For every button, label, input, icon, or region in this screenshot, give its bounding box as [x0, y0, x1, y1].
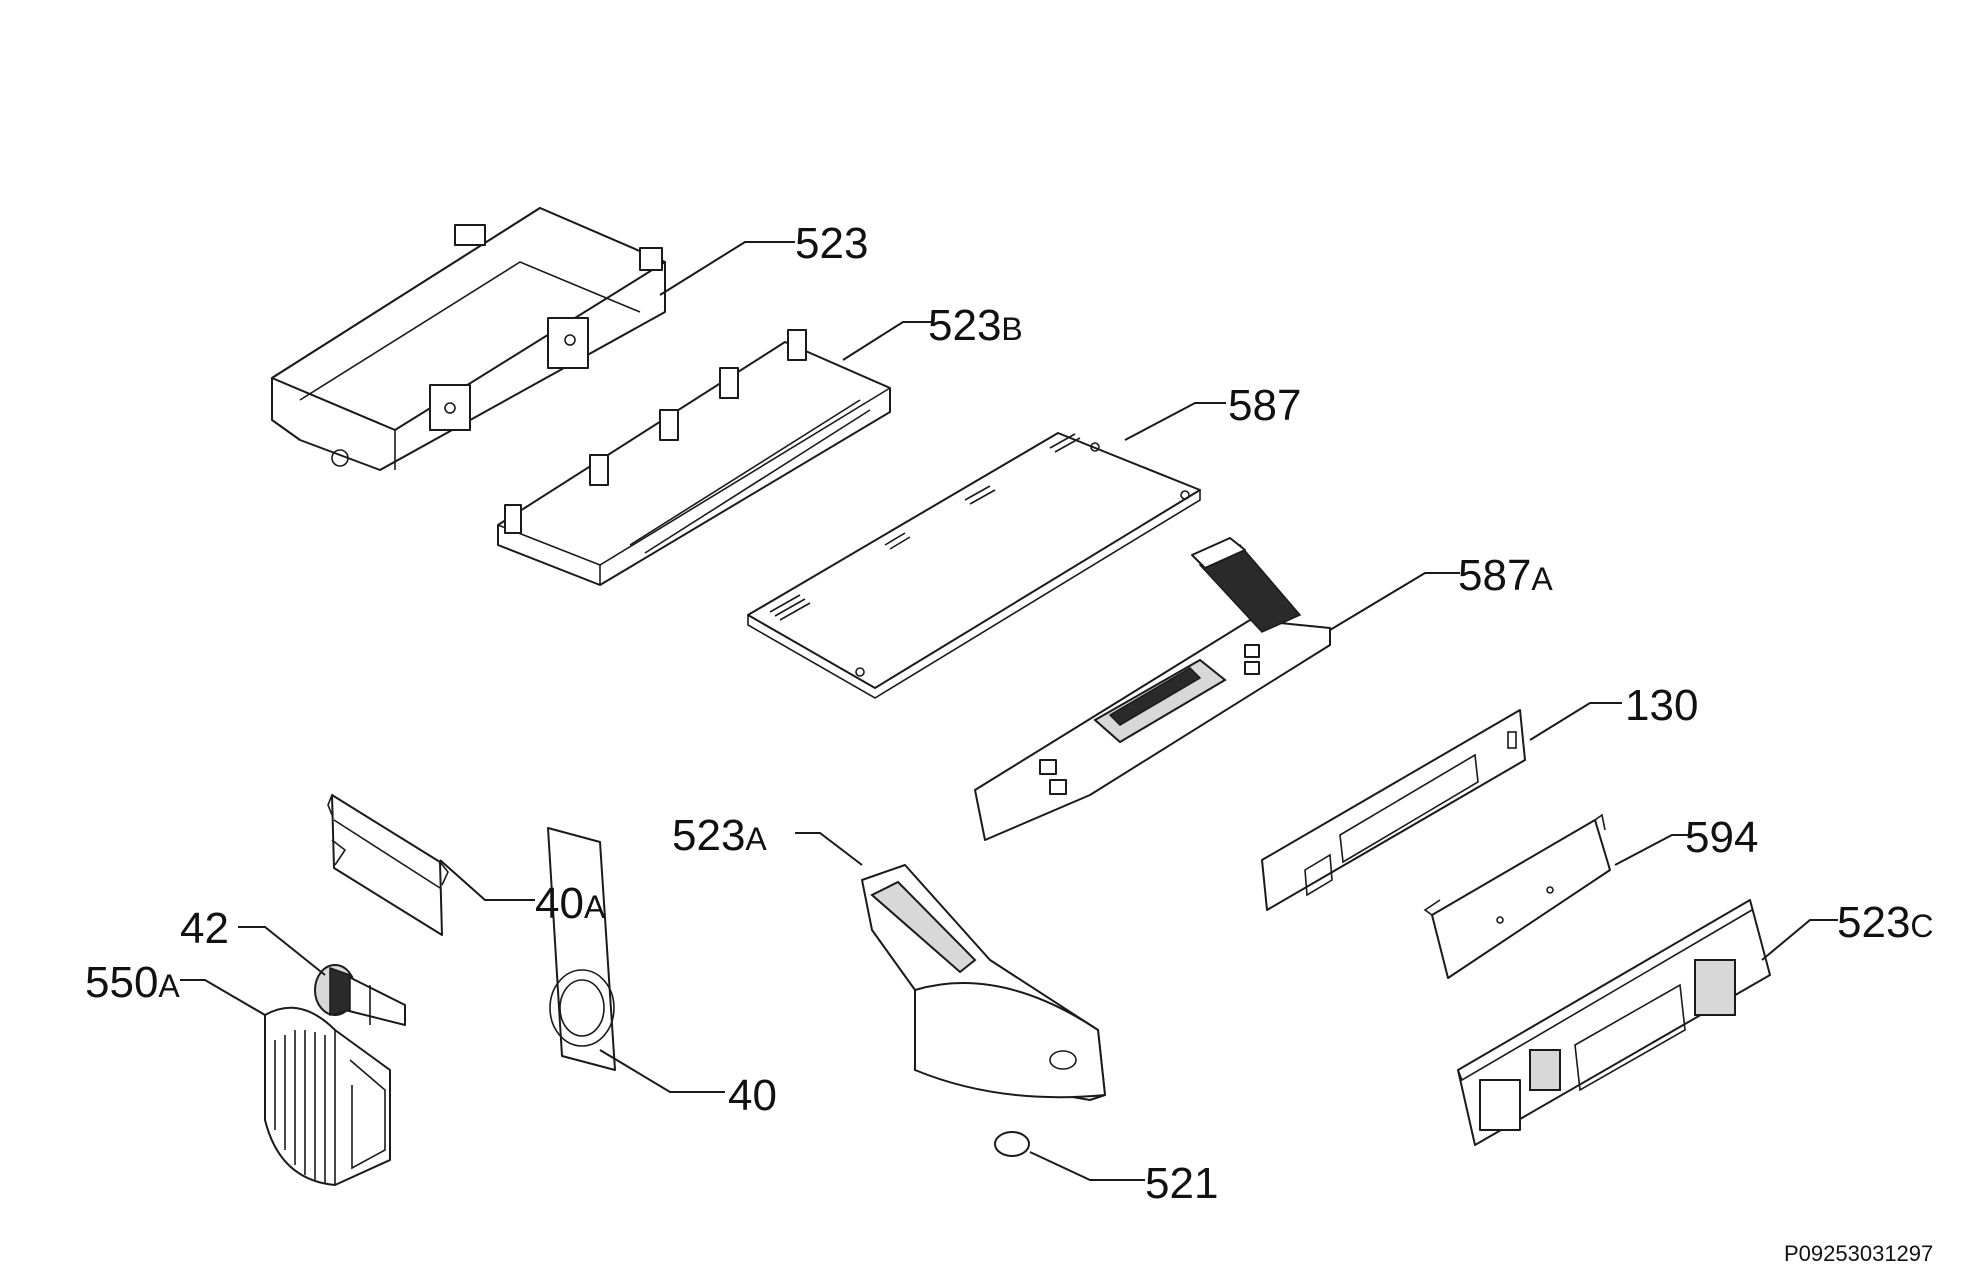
label-523c: 523C	[1837, 898, 1934, 947]
leader-594	[1614, 834, 1690, 866]
part-587a-control-board	[974, 537, 1331, 841]
part-523-housing	[271, 207, 666, 471]
label-587a: 587A	[1458, 551, 1553, 600]
part-labels: 523 523B 587 587A 130 594 523C 523A 40A …	[85, 219, 1934, 1208]
part-550a-lamp-cover	[264, 1006, 391, 1186]
label-42: 42	[180, 904, 229, 953]
label-523b: 523B	[928, 301, 1023, 350]
part-40a-diffuser	[327, 794, 449, 936]
leader-40a	[439, 859, 535, 901]
part-523a-front-cover	[861, 864, 1106, 1101]
part-42-lamp-holder	[314, 964, 406, 1026]
leader-550a	[180, 979, 266, 1016]
leader-587a	[1329, 572, 1460, 631]
label-40: 40	[728, 1071, 777, 1120]
label-594: 594	[1685, 813, 1758, 862]
part-40-seal	[547, 827, 616, 1071]
label-521: 521	[1145, 1159, 1218, 1208]
leader-523a	[795, 832, 863, 866]
document-id: P09253031297	[1784, 1241, 1933, 1266]
label-130: 130	[1625, 681, 1698, 730]
leader-587	[1124, 402, 1226, 441]
label-523: 523	[795, 219, 868, 268]
leader-130	[1529, 702, 1622, 741]
part-521-o-ring	[994, 1131, 1030, 1157]
part-523b-tray	[497, 329, 891, 586]
label-523a: 523A	[672, 811, 767, 860]
leader-521	[1029, 1151, 1145, 1181]
part-523c-front-panel	[1457, 899, 1771, 1146]
part-130-gasket	[1261, 709, 1526, 911]
leader-523c	[1761, 919, 1838, 961]
part-587-circuit-board	[747, 432, 1201, 699]
leader-42	[238, 926, 326, 976]
label-587: 587	[1228, 381, 1301, 430]
part-594-plate	[1423, 813, 1611, 979]
leader-40	[599, 1049, 725, 1093]
leader-lines	[180, 241, 1838, 1181]
label-550a: 550A	[85, 958, 180, 1007]
label-40a: 40A	[535, 879, 606, 928]
leader-523b	[842, 321, 933, 361]
leader-523	[659, 241, 795, 296]
